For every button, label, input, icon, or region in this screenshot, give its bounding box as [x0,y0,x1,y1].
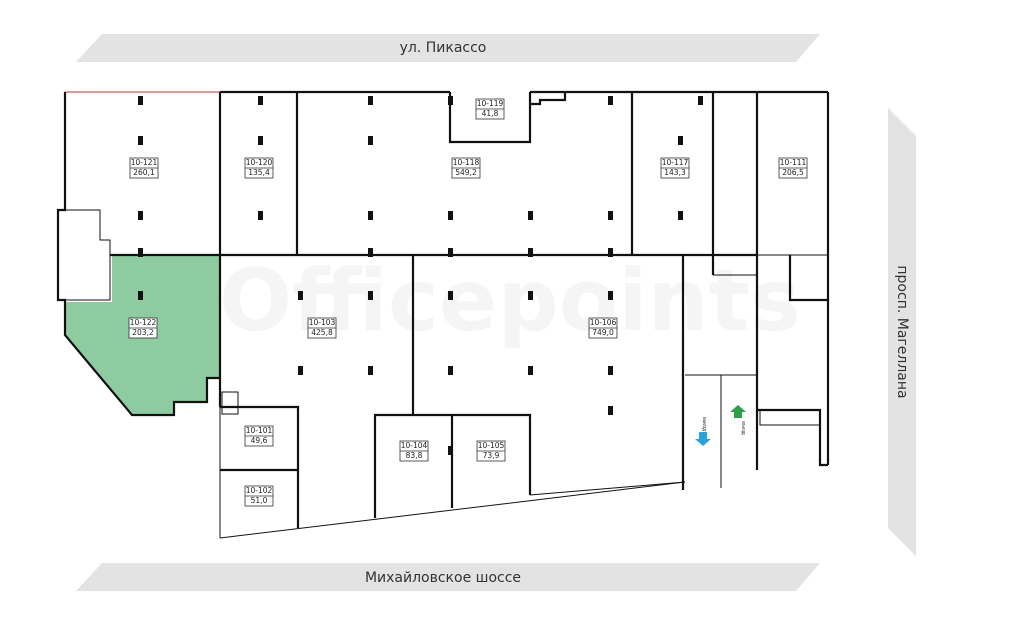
walls [56,90,830,539]
room-number: 10-120 [246,158,273,167]
room-area: 549,2 [455,168,477,177]
street-right: просп. Магеллана [888,108,916,556]
column [448,211,453,220]
column [448,291,453,300]
column [608,248,613,257]
column [368,366,373,375]
room-area: 203,2 [132,328,154,337]
room-area: 749,0 [592,328,614,337]
column [608,211,613,220]
arrow-up-icon [730,405,746,418]
room-number: 10-103 [309,318,336,327]
room-area: 135,4 [248,168,270,177]
column [608,96,613,105]
column [368,136,373,145]
column [448,96,453,105]
room-number: 10-111 [780,158,807,167]
room-area: 206,5 [782,168,804,177]
room-area: 51,0 [251,496,268,505]
column [138,248,143,257]
column [368,248,373,257]
column [678,211,683,220]
arrow-down-icon [695,432,711,446]
column [528,366,533,375]
column [448,248,453,257]
room-number: 10-118 [453,158,480,167]
column [608,291,613,300]
street-bottom: Михайловское шоссе [76,563,820,591]
room-area: 73,9 [483,451,500,460]
column [258,96,263,105]
column [138,211,143,220]
column [368,291,373,300]
column [138,136,143,145]
room-number: 10-117 [662,158,689,167]
room-number: 10-101 [246,426,273,435]
column [298,366,303,375]
room-number: 10-105 [478,441,505,450]
column [698,96,703,105]
room-area: 260,1 [133,168,155,177]
street-top-label: ул. Пикассо [400,40,487,56]
room-number: 10-102 [246,486,273,495]
column [608,366,613,375]
column [368,96,373,105]
room-area: 49,6 [251,436,268,445]
room-number: 10-104 [401,441,428,450]
room-area: 83,8 [406,451,423,460]
column [258,211,263,220]
column [448,366,453,375]
room-area: 143,3 [664,168,686,177]
street-bottom-label: Михайловское шоссе [365,570,521,586]
column [368,211,373,220]
column [528,248,533,257]
room-number: 10-119 [477,99,504,108]
street-top: ул. Пикассо [76,34,820,62]
column [678,136,683,145]
room-area: 425,8 [311,328,333,337]
exit-out-label: выезд [701,417,707,431]
column [298,291,303,300]
entry-in-label: въезд [740,421,746,434]
column [138,291,143,300]
column [608,406,613,415]
room-10-106[interactable] [413,255,685,495]
column [528,291,533,300]
column [138,96,143,105]
columns [138,96,703,455]
column [528,211,533,220]
room-number: 10-121 [131,158,158,167]
room-number: 10-106 [590,318,617,327]
room-number: 10-122 [130,318,157,327]
room-area: 41,8 [482,109,499,118]
room-10-103[interactable] [220,255,413,528]
column [258,136,263,145]
exit-lane: выезд въезд [695,405,746,446]
street-right-label: просп. Магеллана [894,265,910,398]
column [448,446,453,455]
